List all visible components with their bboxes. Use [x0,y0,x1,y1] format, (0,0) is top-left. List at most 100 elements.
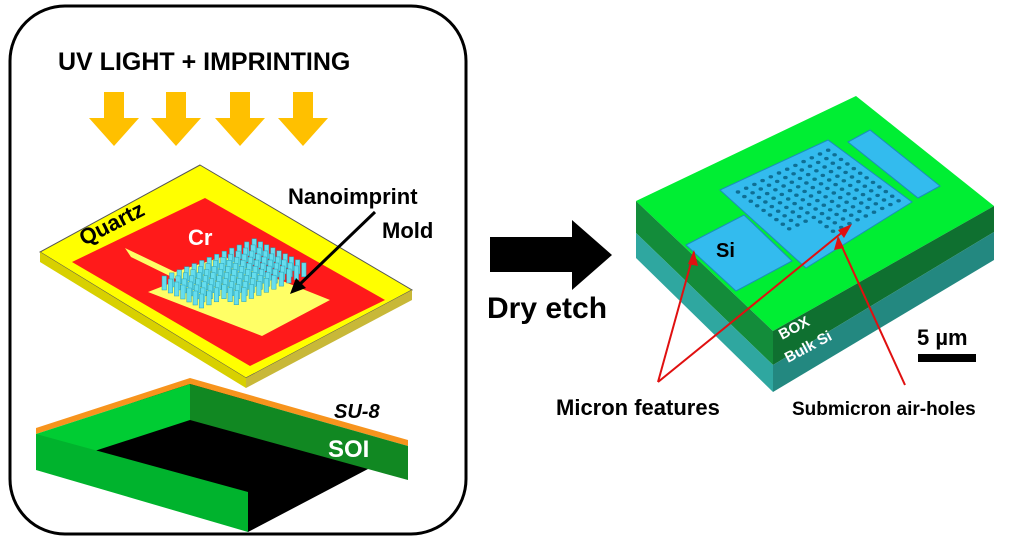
mold-pointer-arrow [296,210,377,288]
mold-pillar [186,287,192,303]
uv-arrow-icon [151,92,201,146]
air-hole [811,215,817,220]
submicron-callout-line [837,237,906,386]
air-hole [821,203,827,207]
air-hole [849,175,855,179]
air-hole [834,212,839,217]
air-hole [828,169,834,174]
bulk-si-right [773,232,994,392]
mold-pillar [233,290,239,305]
callout-arrowhead [688,250,698,266]
mold-pillar [227,287,233,302]
air-hole [805,172,811,177]
mold-pillar [192,290,198,306]
air-hole [795,185,801,189]
dry-etch-label: Dry etch [487,292,607,325]
uv-imprinting-title: UV LIGHT + IMPRINTING [58,48,350,76]
air-hole [756,195,762,200]
air-hole [833,182,838,187]
air-hole [875,193,880,198]
air-hole [877,185,882,189]
air-hole [888,202,893,207]
mold-pillar [301,262,307,278]
air-hole [799,168,805,172]
air-hole [831,191,837,195]
air-hole [754,204,760,208]
uv-arrow-icon [278,92,328,146]
air-hole [843,170,848,175]
mold-pillar [161,275,167,291]
mold-pointer-arrowhead [290,278,306,294]
air-holes [735,148,901,233]
su8-layer-edge [36,378,408,446]
si-device [685,129,941,292]
air-hole [844,200,849,204]
mold-pillar [286,268,292,284]
scale-bar [918,354,976,362]
air-hole [780,222,786,226]
air-hole [784,167,790,171]
air-hole [830,161,836,165]
air-hole [837,195,843,200]
air-hole [802,189,807,194]
air-hole [750,191,755,195]
air-hole [812,177,817,181]
air-hole [794,193,799,197]
micron-callout-line [657,251,695,383]
air-hole [839,187,845,191]
air-hole [857,171,863,175]
air-hole [800,198,806,202]
air-hole [789,180,795,184]
air-hole [896,199,901,203]
uv-arrow-icon [215,92,265,146]
air-hole [790,210,796,214]
soi-front-block [36,434,248,532]
air-hole [795,223,800,227]
mold-pillar [167,278,173,294]
air-hole [858,201,864,205]
mold-pillar [271,274,277,290]
air-hole [743,186,749,190]
soi-substrate [36,378,408,532]
si-label: Si [716,240,735,262]
air-hole [826,216,831,220]
air-hole [803,219,808,223]
air-hole [825,186,830,191]
air-hole [806,202,812,207]
mold-pillars [161,238,307,309]
air-hole [748,199,754,203]
air-hole [793,163,798,168]
submicron-airholes-label: Submicron air-holes [792,399,976,420]
air-hole [868,189,874,193]
air-hole [832,221,838,225]
air-hole [848,213,854,217]
si-side-bar [847,129,941,199]
air-hole [822,165,827,169]
mold-pillar [213,287,219,303]
air-hole [816,190,822,194]
mold-pillar [241,287,247,302]
air-hole [825,148,831,152]
air-hole [836,166,842,170]
air-hole [838,157,844,162]
air-hole [774,179,780,184]
mold-pillar [174,281,180,297]
nanoimprint-mold-label-line2: Mold [382,218,433,243]
air-hole [819,211,825,216]
air-hole [841,179,847,183]
air-hole [824,224,829,229]
air-hole [871,210,877,214]
air-hole [797,176,803,181]
air-hole [827,208,833,212]
air-hole [854,188,859,192]
air-hole [764,191,770,196]
air-hole [847,183,853,188]
air-hole [760,178,765,183]
air-hole [814,169,819,173]
air-hole [864,176,869,180]
air-hole [791,172,796,176]
quartz-right-side [246,290,412,388]
air-hole [845,162,850,166]
air-hole [787,188,793,193]
air-hole [852,196,858,201]
